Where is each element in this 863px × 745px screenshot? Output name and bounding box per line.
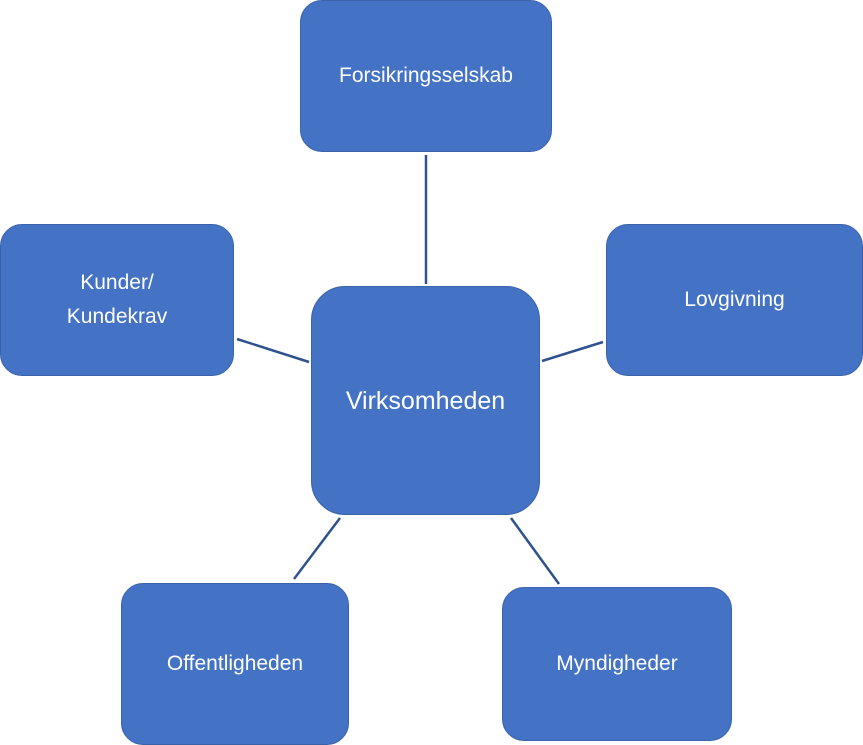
connector-right — [541, 340, 604, 363]
node-label: Lovgivning — [684, 288, 785, 312]
node-virksomheden-center: Virksomheden — [311, 286, 540, 515]
node-kunder-kundekrav: Kunder/ Kundekrav — [0, 224, 234, 376]
node-offentligheden: Offentligheden — [121, 583, 349, 745]
connector-bottom-left — [293, 517, 341, 580]
connector-left — [236, 337, 310, 364]
node-label: Myndigheder — [556, 652, 678, 676]
node-lovgivning: Lovgivning — [606, 224, 863, 376]
node-myndigheder: Myndigheder — [502, 587, 732, 741]
connector-bottom-right — [509, 517, 561, 585]
node-label: Forsikringsselskab — [339, 64, 513, 88]
center-label: Virksomheden — [345, 386, 506, 415]
node-label: Offentligheden — [166, 652, 304, 676]
node-label: Kunder/ Kundekrav — [66, 271, 168, 328]
node-forsikringsselskab: Forsikringsselskab — [300, 0, 552, 152]
